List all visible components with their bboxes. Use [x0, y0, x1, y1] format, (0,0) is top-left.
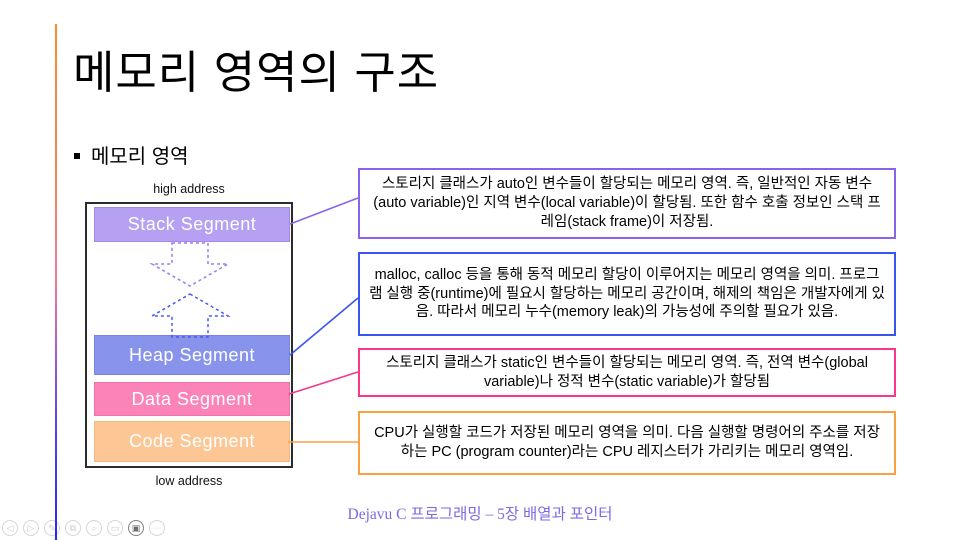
duplicate-icon[interactable]: ⧉ [65, 520, 81, 536]
zoom-icon[interactable]: ⌕ [86, 520, 102, 536]
callout-stack: 스토리지 클래스가 auto인 변수들이 할당되는 메모리 영역. 즉, 일반적… [358, 168, 896, 239]
bullet-label: 메모리 영역 [91, 146, 189, 168]
callout-heap-text: malloc, calloc 등을 통해 동적 메모리 할당이 이루어지는 메모… [369, 266, 885, 321]
back-icon[interactable]: ◁ [2, 520, 18, 536]
connector-line-stack [289, 197, 359, 225]
segment-heap-label: Heap Segment [128, 344, 256, 365]
display-icon[interactable]: ▭ [107, 520, 123, 536]
more-icon[interactable]: ⋯ [149, 520, 165, 536]
callout-code-text: CPU가 실행할 코드가 저장된 메모리 영역을 의미. 다음 실행할 명령어의… [374, 425, 880, 460]
segment-data: Data Segment [94, 382, 290, 416]
segment-code: Code Segment [94, 421, 290, 462]
pencil-icon[interactable]: ✎ [44, 520, 60, 536]
segment-stack: Stack Segment [94, 207, 290, 242]
connector-line-data [288, 371, 359, 395]
high-address-label: high address [153, 182, 225, 196]
bullet-square-icon [74, 152, 80, 159]
forward-icon[interactable]: ▷ [23, 520, 39, 536]
segment-heap: Heap Segment [94, 335, 290, 375]
low-address-label: low address [155, 474, 223, 488]
callout-data-text: 스토리지 클래스가 static인 변수들이 할당되는 메모리 영역. 즉, 전… [386, 354, 868, 390]
camera-icon[interactable]: ▣ [128, 520, 144, 536]
presentation-toolbar: ◁ ▷ ✎ ⧉ ⌕ ▭ ▣ ⋯ [2, 520, 165, 536]
segment-code-label: Code Segment [128, 431, 256, 451]
callout-code: CPU가 실행할 코드가 저장된 메모리 영역을 의미. 다음 실행할 명령어의… [358, 411, 896, 475]
connector-line-heap [289, 297, 359, 356]
bullet-item-memory-area: 메모리 영역 [74, 140, 189, 169]
footer-course-label: Dejavu C 프로그래밍 – 5장 배열과 포인터 [347, 506, 613, 523]
callout-stack-text: 스토리지 클래스가 auto인 변수들이 할당되는 메모리 영역. 즉, 일반적… [373, 176, 881, 230]
accent-gradient-line [55, 24, 57, 540]
segment-data-label: Data Segment [131, 388, 253, 409]
callout-data: 스토리지 클래스가 static인 변수들이 할당되는 메모리 영역. 즉, 전… [358, 348, 896, 397]
page-title: 메모리 영역의 구조 [73, 47, 440, 98]
segment-stack-label: Stack Segment [127, 214, 257, 234]
callout-heap: malloc, calloc 등을 통해 동적 메모리 할당이 이루어지는 메모… [358, 252, 896, 336]
